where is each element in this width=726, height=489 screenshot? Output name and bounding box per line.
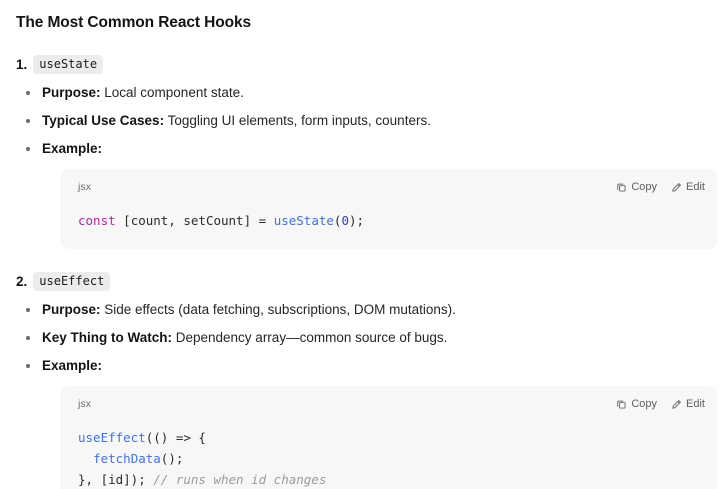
edit-button[interactable]: Edit [671, 181, 705, 193]
code-block-2: jsx Copy [60, 386, 718, 489]
hook-name-chip-1: useState [33, 55, 104, 74]
code-token-plain: [count, setCount] = [115, 213, 274, 228]
list-item-label: Typical Use Cases: [42, 113, 165, 128]
hook-number-2: 2. [16, 273, 28, 289]
hook-heading-1: 1. useState [16, 55, 710, 74]
list-item: Purpose: Side effects (data fetching, su… [16, 300, 710, 319]
hook-details-list-1: Purpose: Local component state. Typical … [16, 83, 710, 158]
code-token-func: useState [273, 213, 334, 228]
copy-icon [616, 399, 627, 410]
code-content-2[interactable]: useEffect(() => { fetchData(); }, [id]);… [60, 414, 718, 489]
edit-button[interactable]: Edit [671, 398, 705, 410]
list-item: Key Thing to Watch: Dependency array—com… [16, 328, 710, 347]
code-actions-2: Copy Edit [616, 398, 705, 410]
code-token-plain: (); }, [id]); [78, 451, 184, 487]
list-item-text: Local component state. [100, 85, 244, 100]
hook-heading-2: 2. useEffect [16, 272, 710, 291]
copy-button-label: Copy [631, 181, 658, 193]
list-item: Purpose: Local component state. [16, 83, 710, 102]
list-item: Example: [16, 356, 710, 375]
copy-icon [616, 182, 627, 193]
code-block-toolbar-2: jsx Copy [60, 386, 718, 414]
edit-button-label: Edit [686, 181, 705, 193]
hook-details-list-2: Purpose: Side effects (data fetching, su… [16, 300, 710, 375]
pencil-icon [671, 182, 682, 193]
list-item-label: Purpose: [42, 302, 101, 317]
list-item-text: Side effects (data fetching, subscriptio… [100, 302, 456, 317]
code-language-label: jsx [78, 398, 92, 410]
code-token-comment: // runs when id changes [153, 472, 327, 487]
list-item: Typical Use Cases: Toggling UI elements,… [16, 111, 710, 130]
code-token-plain: ); [348, 213, 365, 228]
code-block-toolbar-1: jsx Copy [60, 169, 718, 197]
code-token-plain: ( [333, 213, 342, 228]
hook-name-chip-2: useEffect [33, 272, 111, 291]
hook-number-1: 1. [16, 56, 28, 72]
code-token-keyword: const [78, 213, 116, 228]
list-item-text: Dependency array—common source of bugs. [172, 330, 448, 345]
list-item: Example: [16, 139, 710, 158]
list-item-label: Purpose: [42, 85, 101, 100]
hook-section-2: 2. useEffect Purpose: Side effects (data… [16, 272, 718, 489]
pencil-icon [671, 399, 682, 410]
copy-button[interactable]: Copy [616, 181, 657, 193]
code-token-func: fetchData [93, 451, 161, 466]
edit-button-label: Edit [686, 398, 705, 410]
copy-button[interactable]: Copy [616, 398, 657, 410]
list-item-text: Toggling UI elements, form inputs, count… [164, 113, 431, 128]
list-item-label: Key Thing to Watch: [42, 330, 172, 345]
code-token-num: 0 [341, 213, 349, 228]
code-content-1[interactable]: const [count, setCount] = useState(0); [60, 197, 718, 249]
code-token-plain: (() => { [145, 430, 206, 445]
list-item-label: Example: [42, 141, 103, 156]
code-block-1: jsx Copy [60, 169, 718, 249]
code-token-func: useEffect [78, 430, 146, 445]
list-item-label: Example: [42, 358, 103, 373]
copy-button-label: Copy [631, 398, 658, 410]
hook-section-1: 1. useState Purpose: Local component sta… [16, 55, 718, 249]
code-language-label: jsx [78, 181, 92, 193]
code-actions-1: Copy Edit [616, 181, 705, 193]
page-title: The Most Common React Hooks [16, 14, 251, 31]
